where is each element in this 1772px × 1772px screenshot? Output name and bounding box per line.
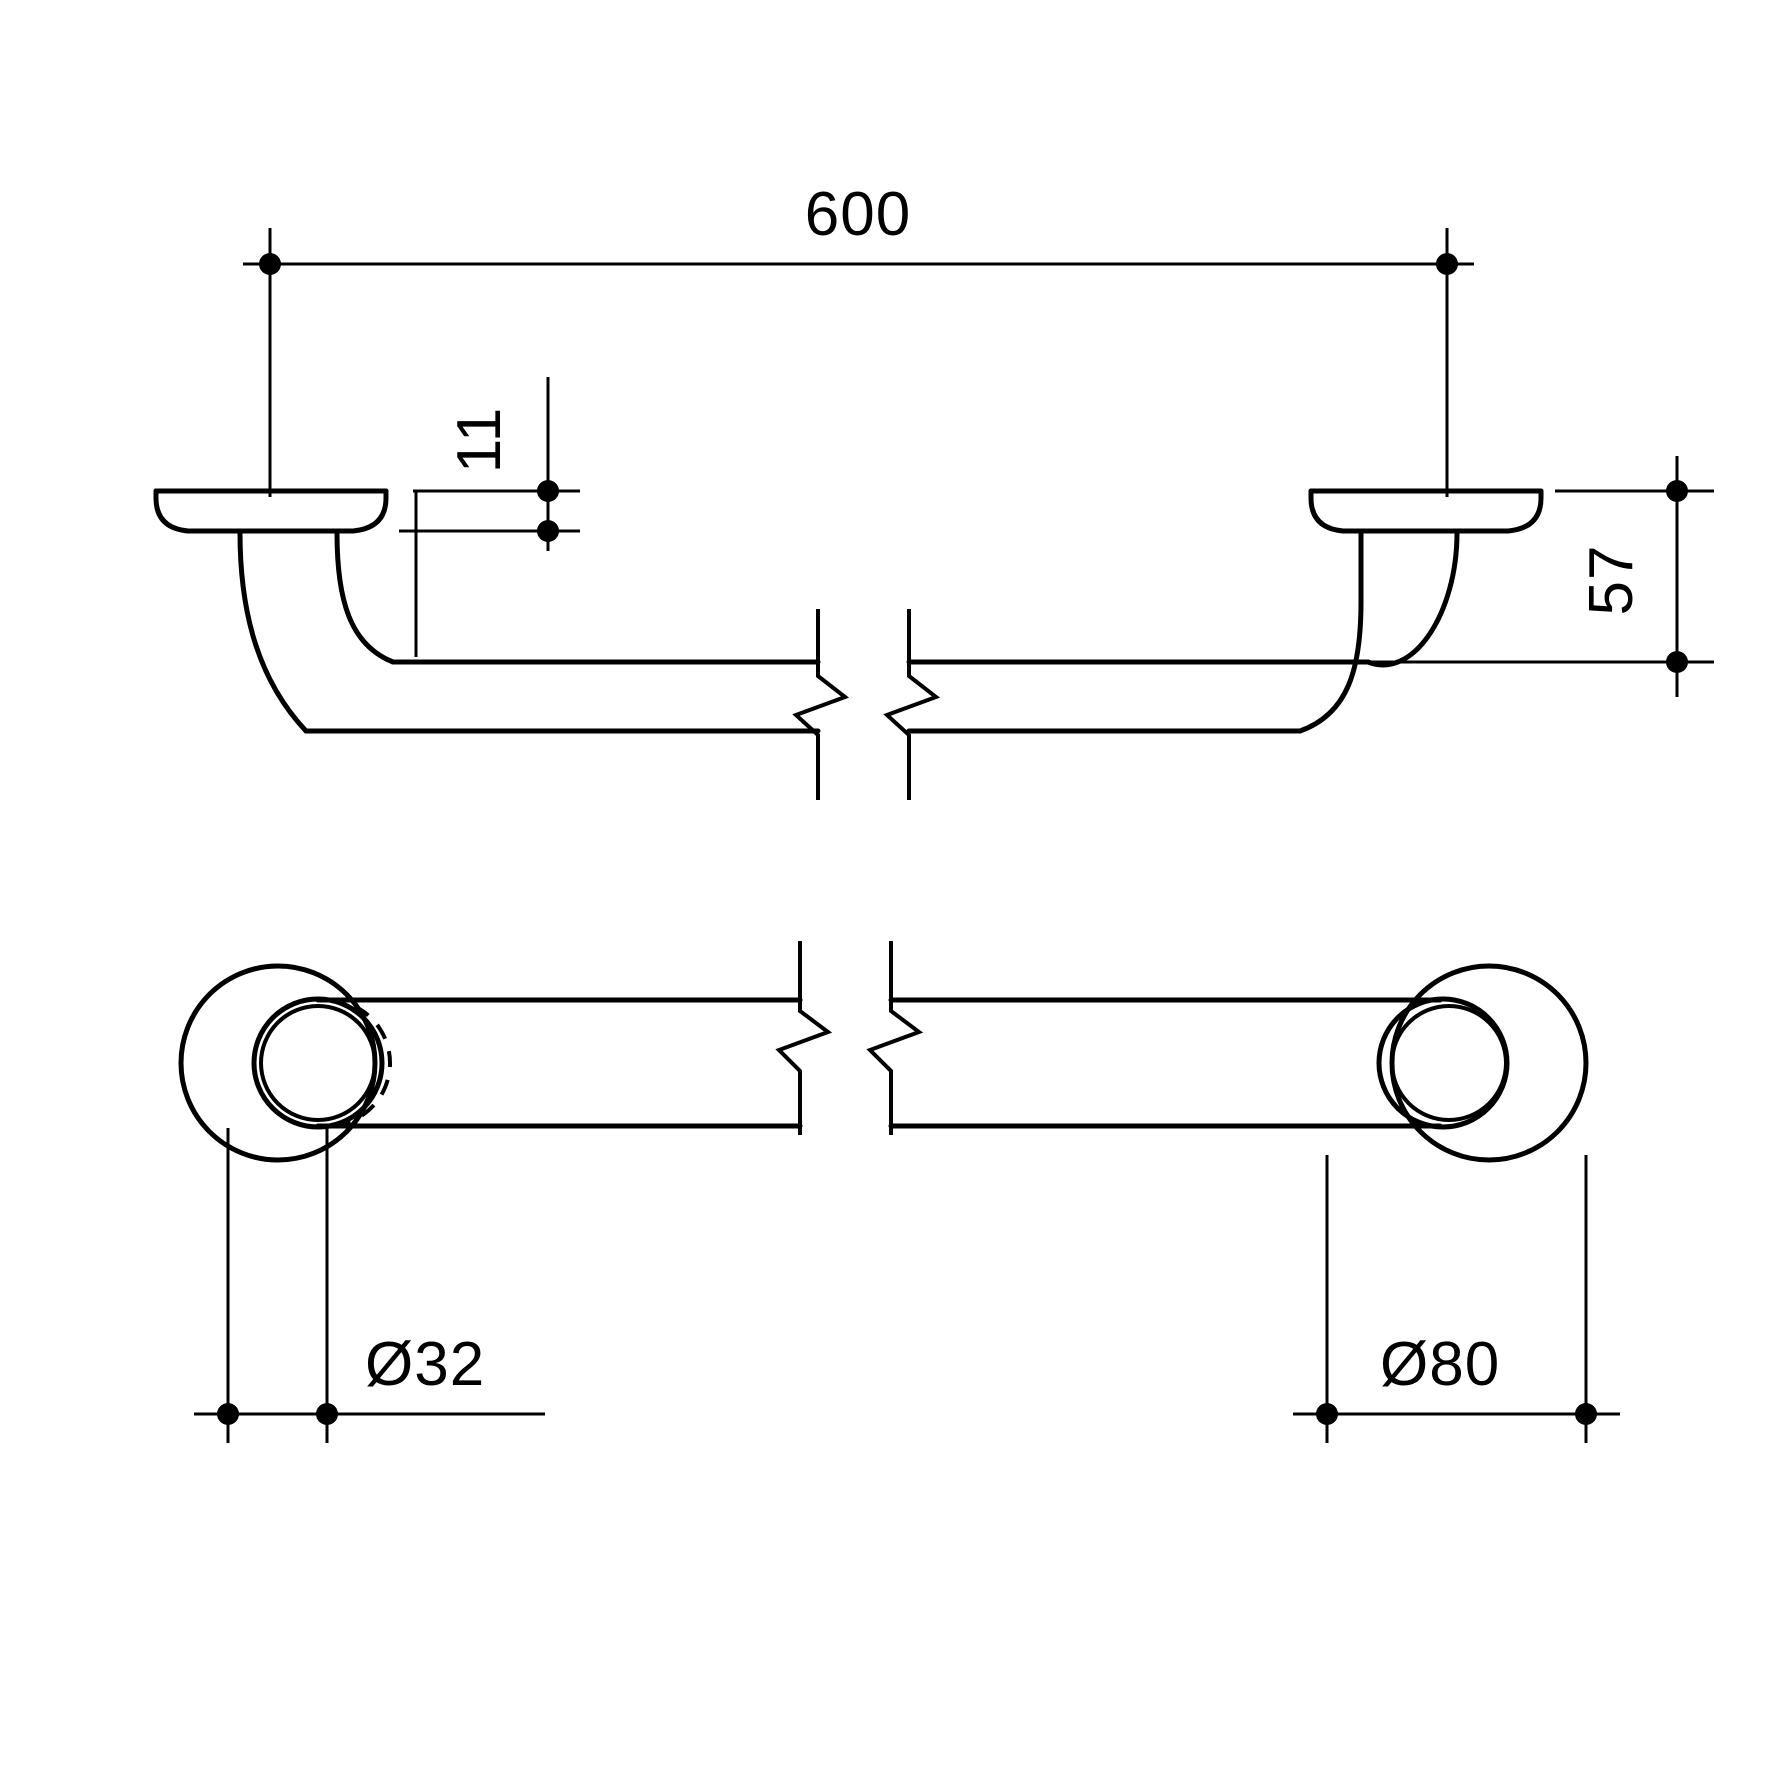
dim-dot-11-top	[537, 480, 559, 502]
dim-dot-600-left	[259, 253, 281, 275]
dimension-flange-diameter: Ø80	[1293, 1155, 1620, 1443]
right-tube-outer-curve	[1365, 530, 1460, 668]
dim-label-standoff-height: 57	[1577, 545, 1646, 616]
break-zigzag-left	[792, 609, 850, 800]
break-zigzag-left-plan	[775, 941, 833, 1135]
left-tube-hidden-arc	[326, 998, 392, 1128]
side-elevation-view: 600 11 57	[153, 180, 1714, 800]
dim-label-overall-length: 600	[805, 180, 911, 249]
dim-dot-57-top	[1666, 480, 1688, 502]
dim-dot-d80-left	[1316, 1403, 1338, 1425]
tube-run-right	[906, 659, 1371, 734]
break-symbol-left-elevation	[792, 609, 850, 800]
left-tube-inner-curve	[334, 530, 396, 665]
dim-label-flange-thickness: 11	[445, 407, 514, 473]
dimension-standoff-height: 57	[1370, 456, 1714, 697]
dimension-flange-thickness: 11	[399, 377, 580, 657]
dim-label-flange-diameter: Ø80	[1380, 1330, 1500, 1399]
dim-dot-d32-left	[217, 1403, 239, 1425]
right-tube-ring-inner	[1390, 1004, 1508, 1122]
dim-dot-11-bottom	[537, 520, 559, 542]
left-flange-circle-outer	[178, 963, 378, 1163]
dimension-overall-length: 600	[243, 180, 1474, 497]
break-zigzag-right	[883, 609, 941, 800]
dim-dot-600-right	[1436, 253, 1458, 275]
break-symbol-right-plan	[866, 941, 924, 1135]
dimension-tube-diameter: Ø32	[194, 1128, 545, 1443]
left-tube-outer-curve	[237, 530, 309, 734]
break-symbol-right-elevation	[883, 609, 941, 800]
right-tube-inner-curve	[1297, 530, 1364, 734]
right-tube-ring-outer	[1376, 996, 1510, 1130]
right-tube-elbow	[1297, 530, 1460, 734]
plan-tube-run-left	[315, 997, 803, 1129]
plan-tube-run-right	[888, 997, 1443, 1129]
tube-run-left	[303, 659, 821, 734]
right-flange-circle-outer	[1389, 963, 1589, 1163]
left-tube-ring-inner	[259, 1004, 377, 1122]
dim-label-tube-diameter: Ø32	[365, 1330, 485, 1399]
break-zigzag-right-plan	[866, 941, 924, 1135]
left-tube-elbow	[237, 530, 396, 734]
right-flange-outline	[1308, 488, 1544, 534]
dim-dot-d80-right	[1575, 1403, 1597, 1425]
left-flange-outline	[153, 488, 389, 534]
dim-dot-d32-right	[316, 1403, 338, 1425]
break-symbol-left-plan	[775, 941, 833, 1135]
dim-dot-57-bottom	[1666, 651, 1688, 673]
left-tube-ring-outer	[251, 996, 385, 1130]
plan-view: Ø32 Ø80	[178, 941, 1620, 1443]
right-flange-plate	[1308, 488, 1544, 534]
